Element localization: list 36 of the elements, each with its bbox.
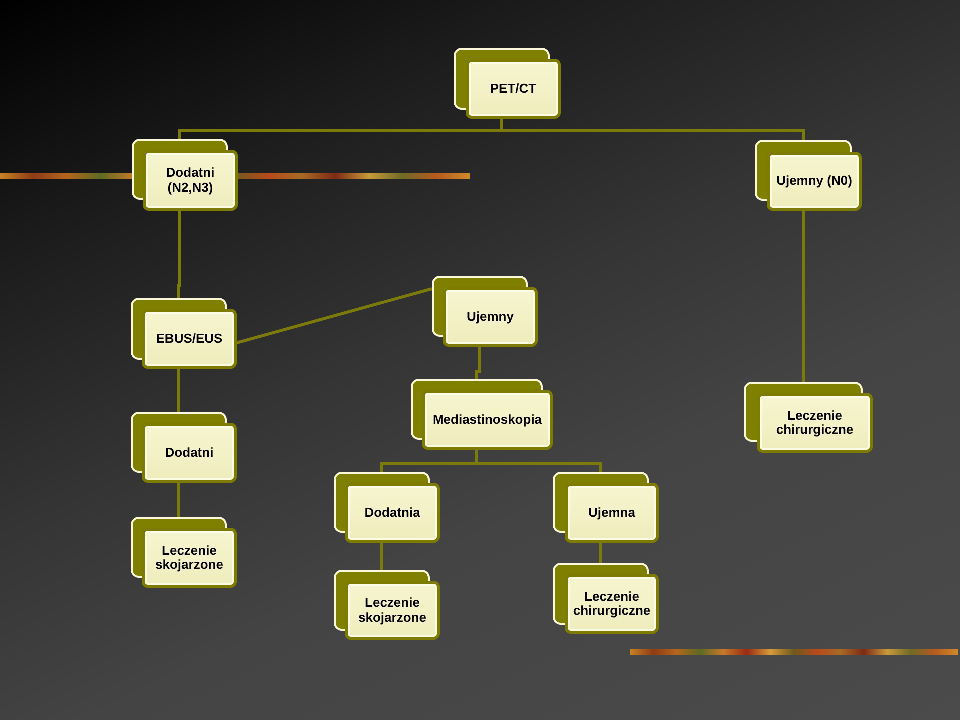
node-text: Leczenie skojarzone xyxy=(358,596,428,625)
node-text: Dodatnia xyxy=(364,506,420,520)
node-text: Mediastinoskopia xyxy=(432,412,542,428)
connector-line xyxy=(178,369,180,412)
node-text: Ujemny (N0) xyxy=(776,174,852,189)
connector-line xyxy=(500,119,805,140)
node-text: Leczenie chirurgiczne xyxy=(775,408,855,438)
stacked-card xyxy=(131,412,237,483)
node-text: Ujemna xyxy=(588,506,636,520)
node-text: EBUS/EUS xyxy=(156,332,223,346)
connector-line xyxy=(178,211,182,298)
stacked-card xyxy=(334,570,440,640)
connector-line xyxy=(236,288,432,344)
stacked-card xyxy=(334,472,440,543)
connector-line xyxy=(476,347,482,379)
node-text: Dodatni (N2,N3) xyxy=(165,166,216,195)
connector-line xyxy=(476,450,602,472)
connector-line xyxy=(178,483,180,517)
stacked-card xyxy=(744,382,873,453)
node-text: Dodatni xyxy=(165,446,214,460)
connector-line xyxy=(802,211,805,382)
stacked-card xyxy=(432,276,538,347)
stacked-card xyxy=(553,563,659,634)
node-text: Leczenie skojarzone xyxy=(154,544,224,572)
stacked-card xyxy=(553,472,659,543)
stacked-card xyxy=(131,517,237,588)
stacked-card xyxy=(132,139,238,211)
stacked-card xyxy=(411,379,553,450)
stacked-card xyxy=(131,298,237,369)
node-text: Leczenie chirurgiczne xyxy=(572,590,652,618)
connector-line xyxy=(600,543,602,563)
stacked-card xyxy=(454,48,561,119)
node-text: PET/CT xyxy=(490,82,537,96)
stacked-card xyxy=(755,140,862,211)
node-text: Ujemny xyxy=(467,310,514,324)
connector-line xyxy=(380,543,384,570)
